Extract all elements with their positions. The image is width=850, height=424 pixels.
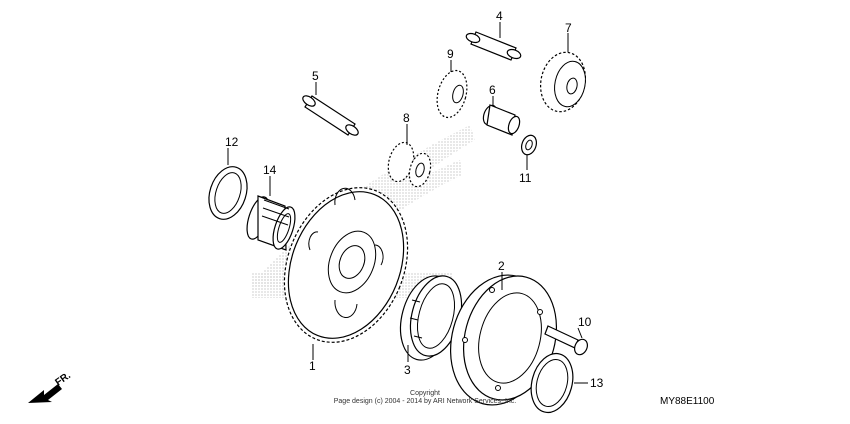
- copyright-line-1: Copyright: [410, 390, 440, 397]
- front-arrow-icon: [28, 384, 62, 403]
- part-8-idle-gear[interactable]: [384, 140, 434, 189]
- callout-2[interactable]: 2: [498, 259, 505, 273]
- callout-5[interactable]: 5: [312, 69, 319, 83]
- callout-8[interactable]: 8: [403, 111, 410, 125]
- part-3-one-way-clutch[interactable]: [392, 270, 470, 367]
- callout-14[interactable]: 14: [263, 163, 277, 177]
- callout-1[interactable]: 1: [309, 359, 316, 373]
- part-13-washer[interactable]: [525, 349, 579, 417]
- callout-13[interactable]: 13: [590, 376, 604, 390]
- callout-12[interactable]: 12: [225, 135, 239, 149]
- callout-6[interactable]: 6: [489, 83, 496, 97]
- part-6-shaft[interactable]: [481, 104, 522, 136]
- callout-4[interactable]: 4: [496, 9, 503, 23]
- callout-10[interactable]: 10: [578, 315, 592, 329]
- part-9-gear[interactable]: [432, 67, 471, 121]
- part-14-needle-bearing[interactable]: [243, 194, 300, 251]
- part-12-washer[interactable]: [203, 162, 254, 224]
- part-5-shaft[interactable]: [301, 94, 360, 138]
- part-10-bolt[interactable]: [544, 325, 590, 357]
- leader-lines: [227, 22, 588, 384]
- callout-11[interactable]: 11: [519, 171, 532, 185]
- callout-3[interactable]: 3: [404, 363, 411, 377]
- diagram-code: MY88E1100: [660, 396, 715, 407]
- callout-9[interactable]: 9: [447, 47, 454, 61]
- part-4-shaft[interactable]: [465, 31, 522, 61]
- callout-7[interactable]: 7: [565, 21, 572, 35]
- copyright-line-2: Page design (c) 2004 - 2014 by ARI Netwo…: [334, 398, 517, 405]
- part-11-washer[interactable]: [519, 133, 539, 157]
- part-7-gear[interactable]: [535, 48, 591, 116]
- part-2-clutch-outer[interactable]: [437, 264, 570, 416]
- part-1-starter-driven-gear[interactable]: [262, 169, 429, 361]
